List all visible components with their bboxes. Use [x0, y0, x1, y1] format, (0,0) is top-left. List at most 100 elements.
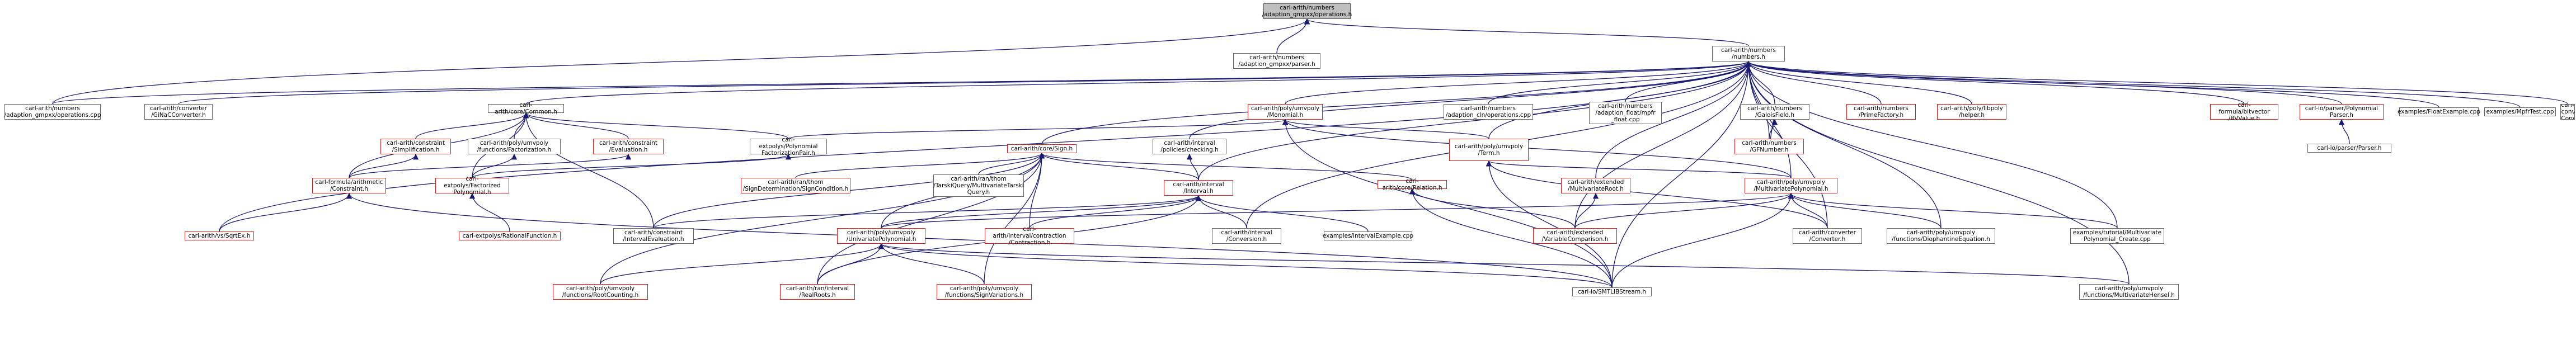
node-label: carl-arith/ran/interval /RealRoots.h	[786, 285, 849, 299]
node-converter[interactable]: carl-arith/converter /Converter.h	[1793, 228, 1862, 244]
node-functions-factorization[interactable]: carl-arith/poly/umvpoly /functions/Facto…	[468, 139, 561, 154]
node-label: carl-arith/numbers /numbers.h	[1721, 47, 1776, 60]
node-term[interactable]: carl-arith/poly/umvpoly /Term.h	[1449, 139, 1529, 161]
node-label: examples/tutorial/Multivariate Polynomia…	[2072, 229, 2162, 243]
include-edge	[1746, 60, 2439, 108]
node-diophantine[interactable]: carl-arith/poly/umvpoly /functions/Dioph…	[1887, 228, 1995, 244]
node-bvvalue[interactable]: carl-formula/bitvector /BVValue.h	[2210, 102, 2278, 122]
include-edge	[653, 195, 1201, 229]
node-real-roots[interactable]: carl-arith/ran/interval /RealRoots.h	[780, 284, 855, 300]
node-contraction[interactable]: carl-arith/interval/contraction /Contrac…	[985, 226, 1074, 246]
include-edge	[52, 18, 1310, 105]
include-edge	[600, 243, 885, 285]
node-multivariate-polynomial[interactable]: carl-arith/poly/umvpoly /MultivariatePol…	[1745, 178, 1837, 193]
node-label: carl-arith/constraint /Simplification.h	[386, 140, 445, 153]
node-factorized-polynomial[interactable]: carl-extpolys/Factorized Polynomial.h	[435, 176, 509, 196]
node-sign-variations[interactable]: carl-arith/poly/umvpoly /functions/SignV…	[937, 284, 1032, 300]
include-edge	[878, 243, 985, 285]
node-prime-factory[interactable]: carl-arith/numbers /PrimeFactory.h	[1846, 104, 1916, 120]
include-edge	[1198, 60, 1752, 181]
include-edge	[219, 60, 1752, 232]
node-rational-function[interactable]: carl-extpolys/RationalFunction.h	[459, 231, 561, 240]
node-label: carl-arith/poly/umvpoly /UnivariatePolyn…	[846, 229, 916, 243]
node-numbers[interactable]: carl-arith/numbers /numbers.h	[1712, 46, 1785, 62]
include-edge	[1745, 60, 1942, 229]
include-edge	[788, 119, 1288, 139]
node-label: carl-arith/ran/thom /SignDetermination/S…	[742, 179, 849, 192]
include-edge	[1189, 60, 1752, 139]
include-edge	[523, 112, 789, 139]
include-edge	[1574, 192, 1794, 229]
node-gmpxx-operations-cpp[interactable]: carl-arith/numbers /adaption_gmpxx/opera…	[4, 104, 101, 120]
node-simplification[interactable]: carl-arith/constraint /Simplification.h	[380, 139, 451, 154]
node-label: carl-arith/poly/umvpoly /MultivariatePol…	[1754, 179, 1828, 192]
include-edge	[1409, 188, 1576, 229]
include-edge	[1746, 60, 2568, 105]
node-interval-conversion[interactable]: carl-arith/interval /Conversion.h	[1212, 228, 1281, 244]
node-interval-example[interactable]: examples/intervalExample.cpp	[1323, 231, 1413, 240]
node-monomial[interactable]: carl-arith/poly/umvpoly /Monomial.h	[1248, 104, 1323, 120]
include-edge	[525, 60, 1751, 105]
node-label: carl-arith/core/Common.h	[495, 102, 557, 115]
node-label: carl-io/parser/Parser.h	[2317, 145, 2382, 152]
node-label: carl-arith/core/Sign.h	[1010, 145, 1073, 152]
node-label: carl-arith/extended /MultivariateRoot.h	[1567, 179, 1624, 192]
node-float-mpfr[interactable]: carl-arith/numbers /adaption_float/mpfr …	[1589, 102, 1662, 124]
node-label: carl-arith/poly/umvpoly /functions/Dioph…	[1892, 229, 1990, 243]
node-core-sign[interactable]: carl-arith/core/Sign.h	[1007, 144, 1077, 153]
node-mpfrtest[interactable]: examples/MpfrTest.cpp	[2484, 107, 2556, 116]
node-tarski-query[interactable]: carl-arith/ran/thom /TarskiQuery/Multiva…	[933, 174, 1024, 197]
node-adaption-gmpxx-operations-h[interactable]: carl-arith/numbers /adaption_gmpxx/opera…	[1262, 3, 1352, 19]
include-edge	[1574, 192, 1599, 229]
node-policies-checking[interactable]: carl-arith/interval /policies/checking.h	[1153, 139, 1226, 154]
node-sqrtex[interactable]: carl-arith/vs/SqrtEx.h	[185, 231, 254, 240]
node-variable-comparison[interactable]: carl-arith/extended /VariableComparison.…	[1533, 228, 1617, 244]
node-core-common[interactable]: carl-arith/core/Common.h	[488, 102, 564, 115]
node-label: carl-arith/poly/umvpoly /Monomial.h	[1251, 105, 1320, 119]
include-edge	[795, 152, 1045, 178]
node-smtlib-stream[interactable]: carl-io/SMTLIBStream.h	[1572, 287, 1652, 296]
node-interval-evaluation[interactable]: carl-arith/constraint /IntervalEvaluatio…	[613, 228, 694, 244]
node-label: carl-io/SMTLIBStream.h	[1577, 289, 1647, 295]
node-interval[interactable]: carl-arith/interval /Interval.h	[1164, 180, 1233, 196]
node-ginac-converter[interactable]: carl-arith/converter /GiNaCConverter.h	[144, 104, 213, 120]
node-parser-h[interactable]: carl-arith/numbers /adaption_gmpxx/parse…	[1233, 53, 1320, 69]
include-edge	[878, 243, 2130, 285]
node-float-example[interactable]: examples/FloatExample.cpp	[2398, 107, 2480, 116]
node-evaluation[interactable]: carl-arith/constraint /Evaluation.h	[593, 139, 664, 154]
node-multivariate-root[interactable]: carl-arith/extended /MultivariateRoot.h	[1561, 178, 1630, 193]
node-formula-constraint[interactable]: carl-formula/arithmetic /Constraint.h	[312, 178, 386, 193]
include-edge	[349, 153, 419, 178]
node-label: carl-formula/bitvector /BVValue.h	[2218, 102, 2270, 122]
node-libpoly-helper[interactable]: carl-arith/poly/libpoly /helper.h	[1937, 104, 2006, 120]
node-univariate-polynomial[interactable]: carl-arith/poly/umvpoly /UnivariatePolyn…	[837, 228, 925, 244]
node-cocoa-converter[interactable]: carl-arith/converter /CoCoAConverter.h	[2560, 104, 2575, 120]
node-cln-operations[interactable]: carl-arith/numbers /adaption_cln/operati…	[1444, 104, 1533, 120]
node-label: examples/MpfrTest.cpp	[2486, 108, 2554, 115]
include-edge	[1038, 152, 1199, 181]
node-relation[interactable]: carl-arith/core/Relation.h	[1378, 178, 1447, 191]
include-edge	[881, 192, 1794, 229]
include-edge	[472, 153, 791, 178]
include-edge	[469, 192, 510, 232]
node-label: carl-arith/numbers /adaption_gmpxx/opera…	[1262, 4, 1352, 18]
node-gfnumber[interactable]: carl-arith/numbers /GFNumber.h	[1734, 139, 1804, 154]
node-label: carl-extpolys/Factorized Polynomial.h	[444, 176, 501, 196]
include-edge	[1611, 192, 1794, 288]
node-sign-condition[interactable]: carl-arith/ran/thom /SignDetermination/S…	[741, 178, 850, 193]
node-label: carl-arith/numbers /GaloisField.h	[1747, 105, 1802, 119]
node-multivariate-hensel[interactable]: carl-arith/poly/umvpoly /functions/Multi…	[2079, 284, 2179, 300]
include-edge	[1745, 60, 1882, 105]
node-tutorial-mvp[interactable]: examples/tutorial/Multivariate Polynomia…	[2070, 228, 2164, 244]
node-label: carl-arith/constraint /IntervalEvaluatio…	[623, 229, 684, 243]
include-edge	[523, 112, 654, 229]
node-polynomial-factorization-pair[interactable]: carl-extpolys/Polynomial FactorizationPa…	[750, 136, 827, 157]
include-edge	[1788, 192, 2118, 229]
node-polynomial-parser[interactable]: carl-io/parser/Polynomial Parser.h	[2300, 104, 2384, 120]
node-galois-field[interactable]: carl-arith/numbers /GaloisField.h	[1740, 104, 1809, 120]
node-root-counting[interactable]: carl-arith/poly/umvpoly /functions/RootC…	[553, 284, 648, 300]
node-label: carl-arith/vs/SqrtEx.h	[188, 233, 251, 239]
node-io-parser[interactable]: carl-io/parser/Parser.h	[2307, 144, 2391, 153]
node-label: carl-arith/numbers /GFNumber.h	[1742, 140, 1797, 153]
